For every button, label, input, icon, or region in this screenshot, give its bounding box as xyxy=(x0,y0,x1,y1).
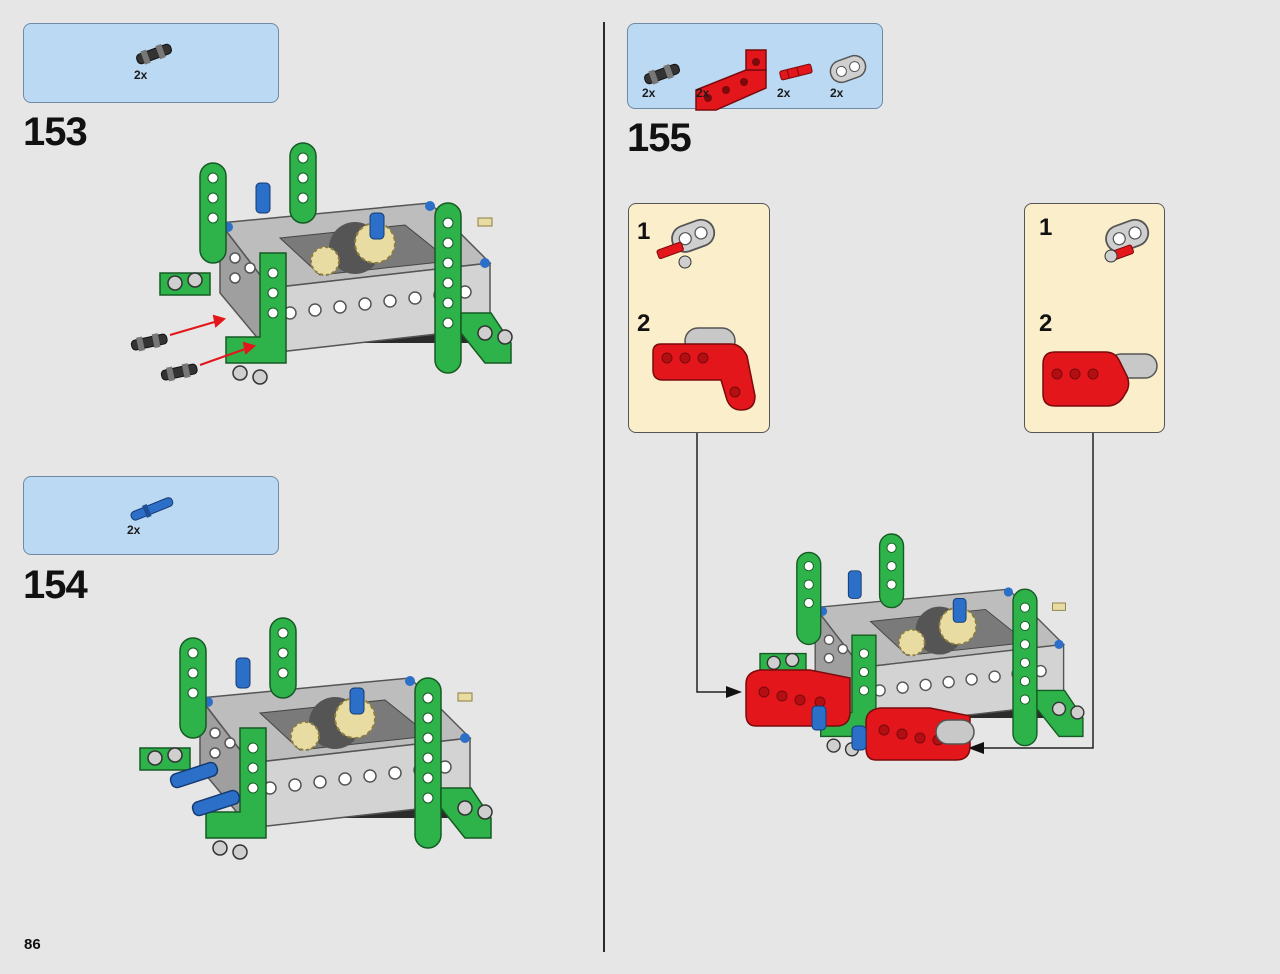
parts-box-step-153: 2x xyxy=(23,23,279,103)
parts-box-step-155: 2x 2x 2x 2x xyxy=(627,23,883,111)
step-154-model-image xyxy=(130,617,493,878)
part-qty: 2x xyxy=(134,68,148,82)
subassembly-box-right: 1 2 xyxy=(1024,203,1165,433)
step-155-model-image xyxy=(740,533,1100,794)
part-qty: 2x xyxy=(777,86,791,100)
parts-box-step-154: 2x xyxy=(23,476,279,555)
step-number-154: 154 xyxy=(23,563,88,607)
step-number-153: 153 xyxy=(23,110,88,154)
part-qty: 2x xyxy=(127,523,141,537)
substep-number: 2 xyxy=(637,310,651,337)
part-qty: 2x xyxy=(642,86,656,100)
substep-number: 1 xyxy=(1039,214,1053,241)
red-axle-icon xyxy=(778,62,818,82)
substep-1-image xyxy=(651,215,731,276)
substep-number: 2 xyxy=(1039,310,1053,337)
step-153-model-image xyxy=(120,142,513,403)
substep-2-image xyxy=(1039,344,1159,414)
substep-number: 1 xyxy=(637,218,651,245)
part-qty: 2x xyxy=(696,86,710,100)
substep-1-image xyxy=(1085,215,1165,276)
part-qty: 2x xyxy=(830,86,844,100)
page-number: 86 xyxy=(24,936,41,953)
page-divider xyxy=(603,22,605,952)
subassembly-box-left: 1 2 xyxy=(628,203,770,433)
substep-2-image xyxy=(647,322,757,422)
blue-axle-pin-icon xyxy=(128,497,178,521)
step-number-155: 155 xyxy=(627,116,692,160)
